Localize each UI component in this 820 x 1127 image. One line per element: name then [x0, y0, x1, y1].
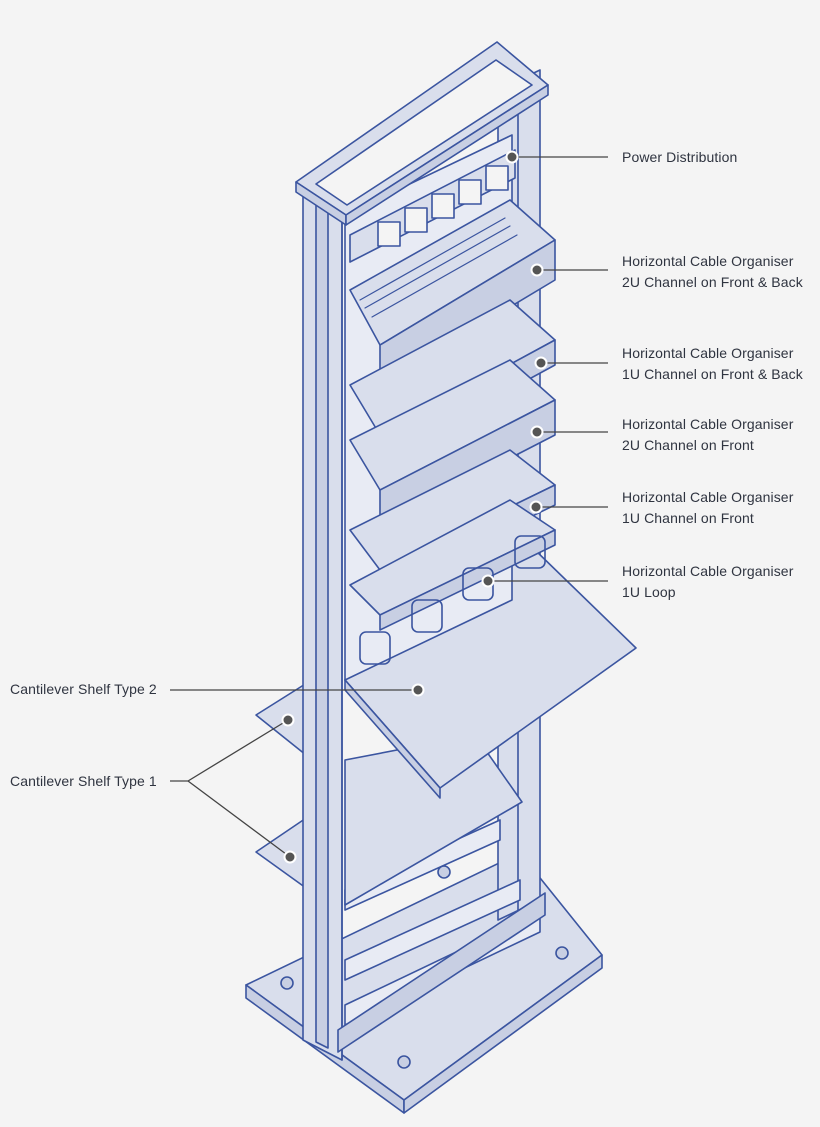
marker-hco-2u-front	[530, 425, 544, 439]
label-hco-2u-front-back: Horizontal Cable Organiser 2U Channel on…	[622, 251, 803, 293]
marker-hco-1u-front-back	[534, 356, 548, 370]
open-frame-rack-illustration	[245, 41, 637, 1114]
leader-cantilever-shelf-type-1	[170, 719, 289, 782]
label-line: 2U Channel on Front & Back	[622, 274, 803, 290]
marker-hco-1u-loop	[481, 574, 495, 588]
label-hco-1u-front-back: Horizontal Cable Organiser 1U Channel on…	[622, 343, 803, 385]
leader-cantilever-shelf-type-1-b	[187, 780, 291, 858]
label-line: 2U Channel on Front	[622, 437, 754, 453]
label-line: Horizontal Cable Organiser	[622, 345, 794, 361]
label-line: Cantilever Shelf Type 2	[10, 681, 157, 697]
label-line: Power Distribution	[622, 149, 738, 165]
label-line: Horizontal Cable Organiser	[622, 253, 794, 269]
marker-cantilever-shelf-type-2	[411, 683, 425, 697]
marker-hco-1u-front	[529, 500, 543, 514]
label-line: 1U Channel on Front	[622, 510, 754, 526]
callout-leaders	[170, 156, 608, 858]
label-line: Cantilever Shelf Type 1	[10, 773, 157, 789]
label-power-distribution: Power Distribution	[622, 147, 737, 168]
marker-power-distribution	[505, 150, 519, 164]
label-line: Horizontal Cable Organiser	[622, 563, 794, 579]
label-cantilever-shelf-type-2: Cantilever Shelf Type 2	[10, 679, 157, 700]
marker-cantilever-shelf-type-1-upper	[281, 713, 295, 727]
callout-markers	[281, 150, 548, 864]
label-hco-1u-loop: Horizontal Cable Organiser 1U Loop	[622, 561, 793, 603]
label-hco-2u-front: Horizontal Cable Organiser 2U Channel on…	[622, 414, 793, 456]
label-hco-1u-front: Horizontal Cable Organiser 1U Channel on…	[622, 487, 793, 529]
label-line: Horizontal Cable Organiser	[622, 489, 794, 505]
marker-cantilever-shelf-type-1-lower	[283, 850, 297, 864]
marker-hco-2u-front-back	[530, 263, 544, 277]
label-line: 1U Loop	[622, 584, 676, 600]
label-line: 1U Channel on Front & Back	[622, 366, 803, 382]
label-cantilever-shelf-type-1: Cantilever Shelf Type 1	[10, 771, 157, 792]
label-line: Horizontal Cable Organiser	[622, 416, 794, 432]
